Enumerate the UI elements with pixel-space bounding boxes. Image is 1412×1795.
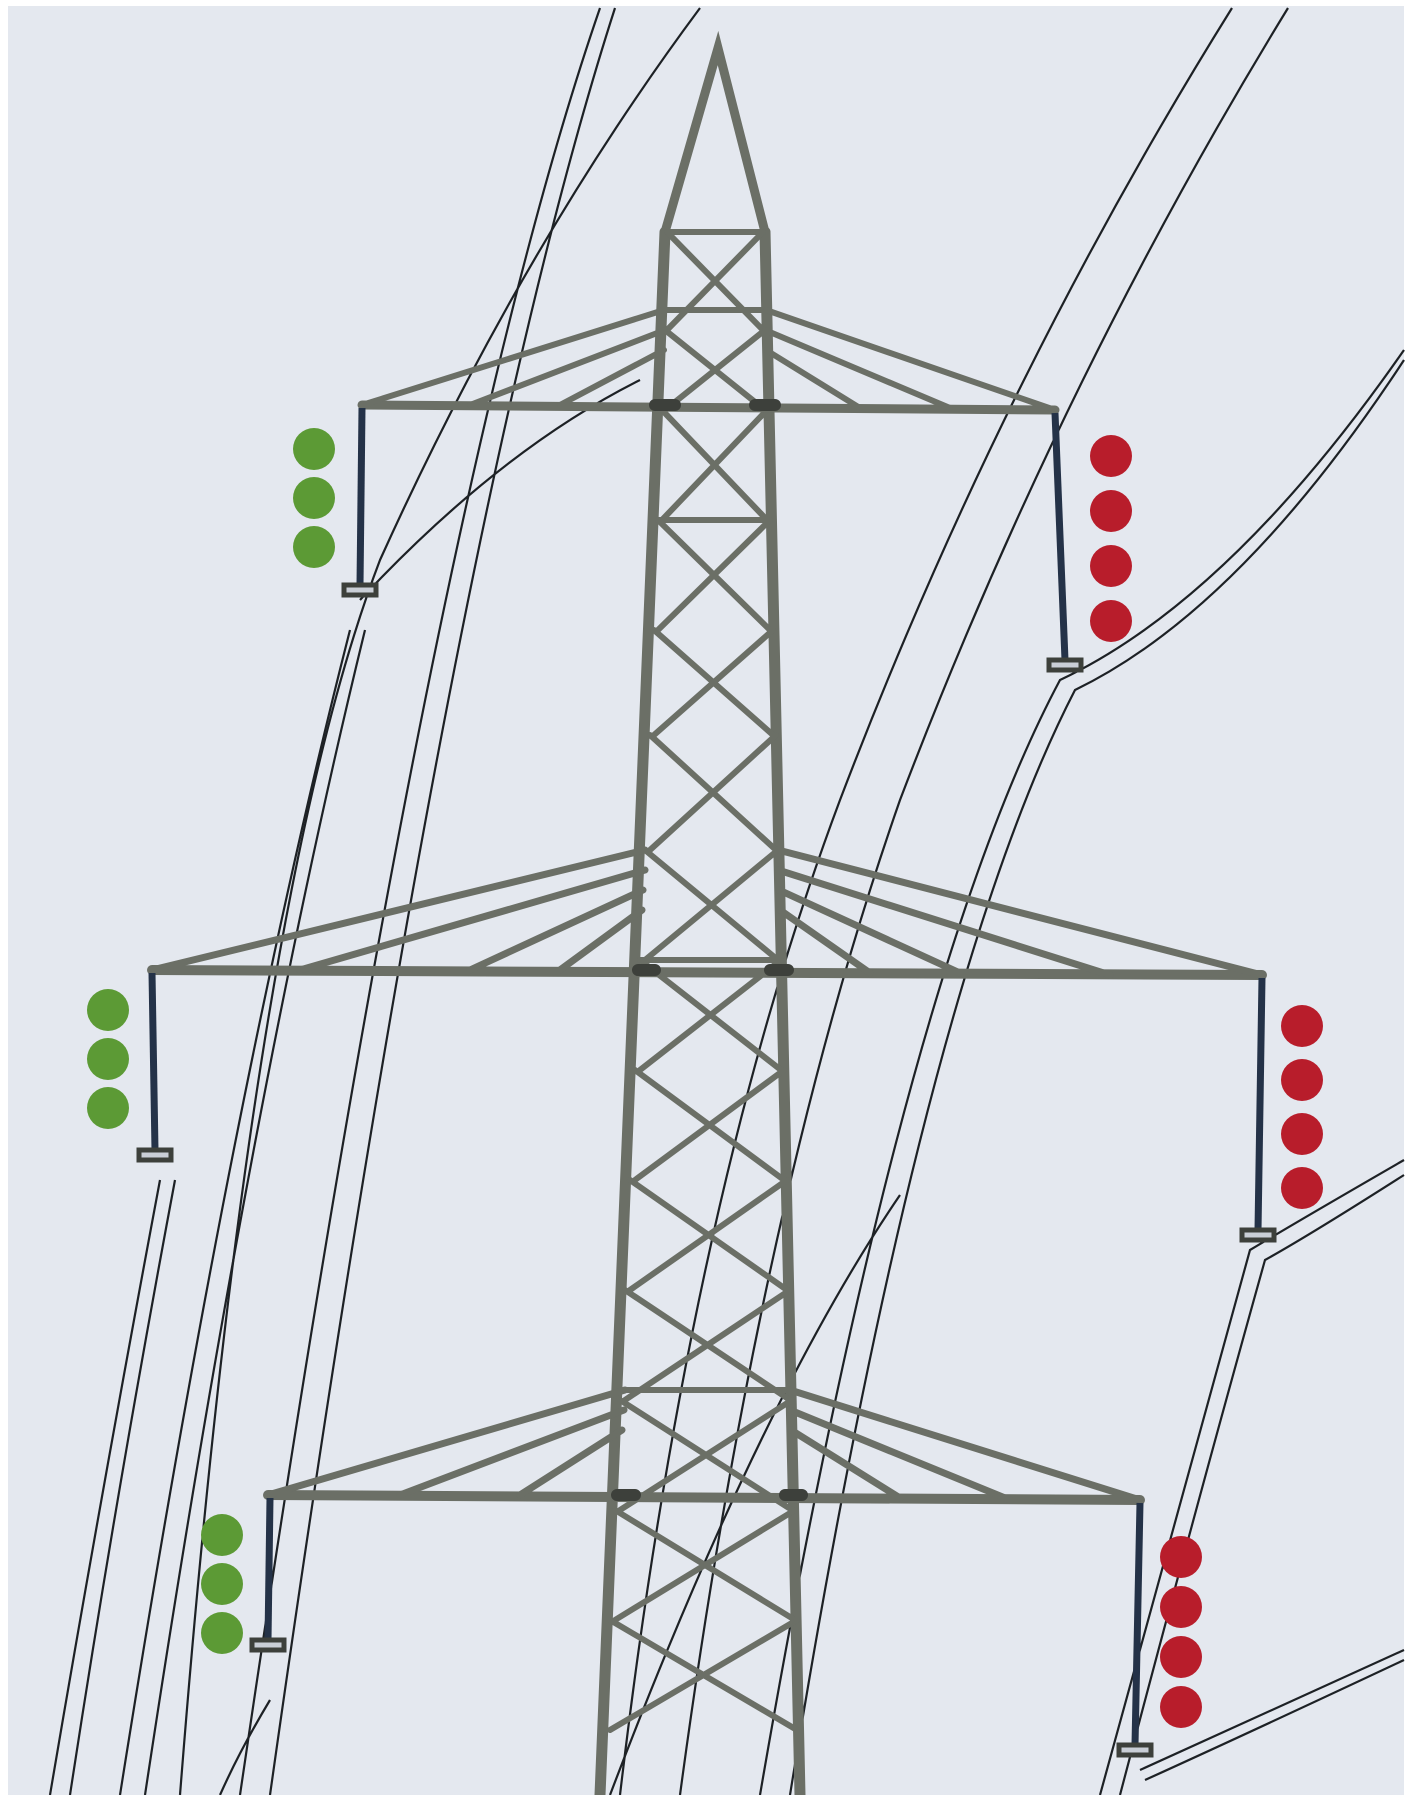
lower-crossarm <box>263 1490 1145 1505</box>
green-marker-dot <box>293 477 335 519</box>
wire <box>1144 1659 1405 1782</box>
red-marker-dot <box>1090 545 1132 587</box>
middle-crossarm <box>147 965 1267 980</box>
wire <box>618 7 1233 1795</box>
wire <box>678 7 1289 1795</box>
wire <box>1118 1174 1405 1795</box>
wire <box>788 359 1405 1795</box>
green-marker-dot <box>201 1514 243 1556</box>
insulator-left-middle <box>148 972 159 1151</box>
wire <box>238 7 602 1795</box>
green-marker-dot <box>87 1087 129 1129</box>
power-lines <box>48 7 1405 1795</box>
wire <box>143 629 367 1795</box>
upper-crossarm <box>357 400 1060 415</box>
red-marker-dot <box>1281 1167 1323 1209</box>
tower-left-leg <box>594 226 671 1795</box>
tower-ties <box>622 229 793 1393</box>
wire <box>1139 1648 1405 1772</box>
wire <box>758 349 1405 1795</box>
tower-right-leg <box>759 226 806 1795</box>
red-marker-dot <box>1090 600 1132 642</box>
wire <box>268 7 617 1795</box>
insulator-clamps <box>136 582 1277 1758</box>
lower-crossarm-bracing <box>264 1386 1144 1504</box>
wire <box>118 629 352 1795</box>
tower-peak <box>660 30 770 237</box>
insulator-right-middle <box>1254 977 1266 1231</box>
red-marker-dot <box>1160 1586 1202 1628</box>
phase-markers <box>87 428 1323 1728</box>
red-marker-dot <box>1160 1686 1202 1728</box>
red-marker-dot <box>1160 1536 1202 1578</box>
middle-crossarm-bracing <box>148 846 1266 979</box>
red-marker-dot <box>1281 1113 1323 1155</box>
tower-lattice <box>607 229 800 1733</box>
insulators <box>148 407 1266 1746</box>
insulator-left-top <box>356 407 366 586</box>
insulator-right-bottom <box>1131 1502 1144 1746</box>
red-marker-dot <box>1281 1005 1323 1047</box>
wire <box>359 379 641 601</box>
green-marker-dot <box>87 1038 129 1080</box>
wire <box>68 1179 177 1795</box>
wire <box>218 1699 271 1795</box>
green-marker-dot <box>293 428 335 470</box>
wire <box>48 1179 162 1795</box>
red-marker-dot <box>1281 1059 1323 1101</box>
wire <box>178 7 701 1795</box>
joint-plates <box>611 399 808 1501</box>
upper-crossarm-bracing <box>359 307 1058 413</box>
red-marker-dot <box>1090 435 1132 477</box>
wire <box>608 1194 901 1795</box>
red-marker-dot <box>1160 1636 1202 1678</box>
green-marker-dot <box>87 989 129 1031</box>
insulator-right-top <box>1051 412 1069 661</box>
green-marker-dot <box>293 526 335 568</box>
green-marker-dot <box>201 1563 243 1605</box>
red-marker-dot <box>1090 490 1132 532</box>
lattice-tower <box>147 30 1267 1795</box>
green-marker-dot <box>201 1612 243 1654</box>
insulator-left-bottom <box>264 1497 274 1641</box>
